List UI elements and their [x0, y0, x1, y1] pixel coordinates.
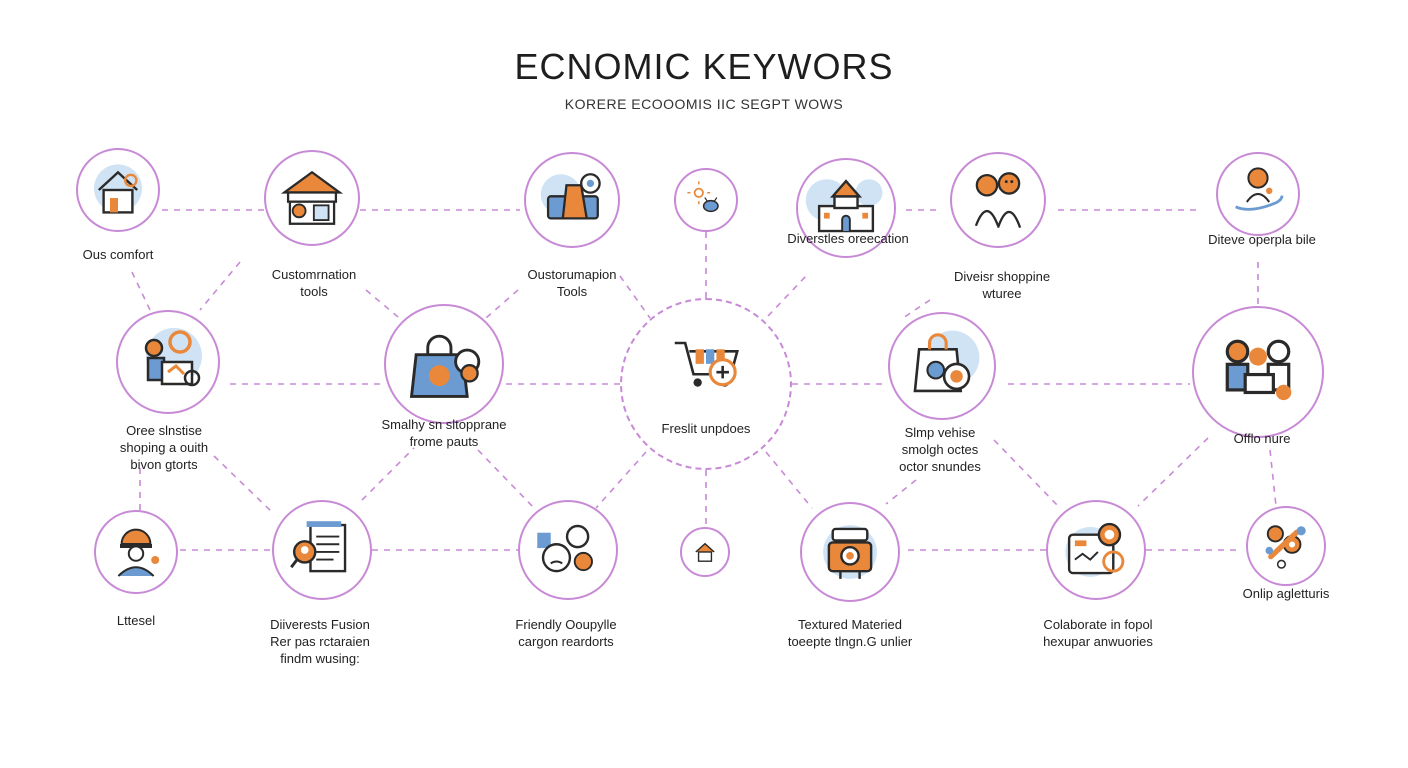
- node-label: Slmp vehise smolgh octes octor snundes: [899, 424, 981, 475]
- connector-line: [361, 447, 415, 501]
- node-team: [1192, 306, 1324, 438]
- node-label-line: smolgh octes: [901, 442, 979, 457]
- node-label-line: Diteve operpla bile: [1208, 232, 1316, 247]
- node-label-line: tools: [300, 284, 328, 299]
- node-label: Onlip agletturis: [1243, 585, 1330, 602]
- node-label-line: Tools: [556, 284, 588, 299]
- node-label: Customrnation tools: [272, 266, 357, 300]
- connector-line: [767, 275, 807, 317]
- node-robot: [800, 502, 900, 602]
- node-label: Textured Materied toeepte tlngn.G unlier: [788, 616, 912, 650]
- node-label-line: Offlo nure: [1233, 431, 1291, 446]
- connector-line: [619, 275, 651, 319]
- connector-line: [213, 455, 275, 515]
- connector-line: [199, 261, 241, 311]
- node-gears-cluster: [1246, 506, 1326, 586]
- node-shopping-cart: [620, 298, 792, 470]
- node-faces: [518, 500, 618, 600]
- node-label-line: frome pauts: [409, 434, 479, 449]
- node-hand-person: [1216, 152, 1300, 236]
- node-worker: [94, 510, 178, 594]
- node-label-line: shoping a ouith: [119, 440, 209, 455]
- node-bag: [888, 312, 996, 420]
- node-label-line: Lttesel: [116, 613, 156, 628]
- node-label-line: Onlip agletturis: [1242, 586, 1330, 601]
- node-label: Diverstles oreecation: [787, 230, 908, 247]
- node-label-line: Customrnation: [271, 267, 357, 282]
- node-label: Freslit unpdoes: [662, 420, 751, 437]
- node-label: Offlo nure: [1234, 430, 1291, 447]
- node-label-line: hexupar anwuories: [1043, 634, 1153, 649]
- node-house: [76, 148, 160, 232]
- node-shopping-bag: [384, 304, 504, 424]
- node-label-line: findm wusing:: [280, 651, 360, 666]
- node-school-building: [796, 158, 896, 258]
- connector-line: [885, 479, 917, 505]
- connector-line: [131, 271, 151, 311]
- node-label-line: Diiverests Fusion: [270, 617, 370, 632]
- node-label: Oree slnstise shoping a ouith bivon gtorts: [120, 422, 208, 473]
- node-label-line: Diveisr shoppine: [953, 269, 1051, 284]
- connector-line: [1137, 437, 1209, 507]
- node-label-line: Colaborate in fopol: [1043, 617, 1153, 632]
- node-label-line: octor snundes: [899, 459, 981, 474]
- node-label: Lttesel: [117, 612, 155, 629]
- node-bug-sun: [674, 168, 738, 232]
- node-label-line: Freslit unpdoes: [661, 421, 751, 436]
- node-label-line: Ous comfort: [82, 247, 154, 262]
- node-label-line: Slmp vehise: [904, 425, 976, 440]
- connector-line: [993, 439, 1061, 509]
- node-label-line: Smalhy sn sltopprane: [381, 417, 507, 432]
- node-label: Colaborate in fopol hexupar anwuories: [1043, 616, 1153, 650]
- node-label-line: cargon reardorts: [518, 634, 614, 649]
- diagram-subtitle: KORERE ECOOOMIS IIC SEGPT WOWS: [564, 96, 844, 112]
- connector-line: [1269, 449, 1277, 507]
- node-label-line: Oree slnstise: [126, 423, 202, 438]
- node-label-line: Rer pas rctaraien: [270, 634, 370, 649]
- node-label: Friendly Ooupylle cargon reardorts: [515, 616, 616, 650]
- connector-line: [365, 289, 405, 323]
- node-label: Smalhy sn sltopprane frome pauts: [381, 416, 506, 450]
- node-document-search: [272, 500, 372, 600]
- node-label-line: Oustorumapion: [527, 267, 617, 282]
- node-label: Diteve operpla bile: [1208, 231, 1316, 248]
- connector-line: [765, 451, 813, 509]
- node-label-line: toeepte tlngn.G unlier: [787, 634, 913, 649]
- node-two-people: [950, 152, 1046, 248]
- node-label-line: bivon gtorts: [130, 457, 198, 472]
- node-storefront: [264, 150, 360, 246]
- node-small-house: [680, 527, 730, 577]
- diagram-title: ECNOMIC KEYWORS: [514, 46, 894, 87]
- node-printer: [524, 152, 620, 248]
- node-shopper: [116, 310, 220, 414]
- node-label-line: Friendly Ooupylle: [515, 617, 617, 632]
- node-label-line: wturee: [982, 286, 1022, 301]
- connector-line: [477, 449, 535, 509]
- node-label-line: Diverstles oreecation: [787, 231, 909, 246]
- node-tablet: [1046, 500, 1146, 600]
- node-label: Ous comfort: [83, 246, 154, 263]
- node-label-line: Textured Materied: [797, 617, 903, 632]
- node-label: Diveisr shoppine wturee: [954, 268, 1050, 302]
- connector-line: [595, 451, 647, 509]
